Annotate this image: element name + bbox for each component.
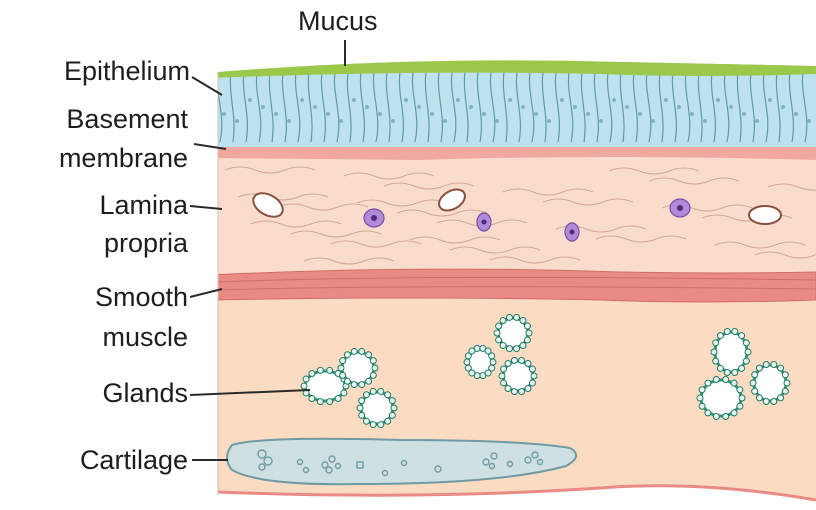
label-cartilage: Cartilage: [80, 445, 188, 475]
label-smooth-line1: Smooth: [95, 282, 188, 312]
label-basement-line1: Basement: [66, 104, 188, 134]
label-lamina-line1: Lamina: [99, 190, 188, 220]
lamina-propria-layer: [210, 150, 816, 285]
label-lamina-line2: propria: [104, 228, 188, 258]
label-smooth-line2: muscle: [102, 322, 188, 352]
label-basement-line2: membrane: [59, 143, 188, 173]
label-mucus: Mucus: [298, 6, 378, 36]
label-glands: Glands: [102, 378, 188, 408]
smooth-muscle-layer: [210, 269, 816, 302]
label-epithelium: Epithelium: [64, 56, 190, 86]
